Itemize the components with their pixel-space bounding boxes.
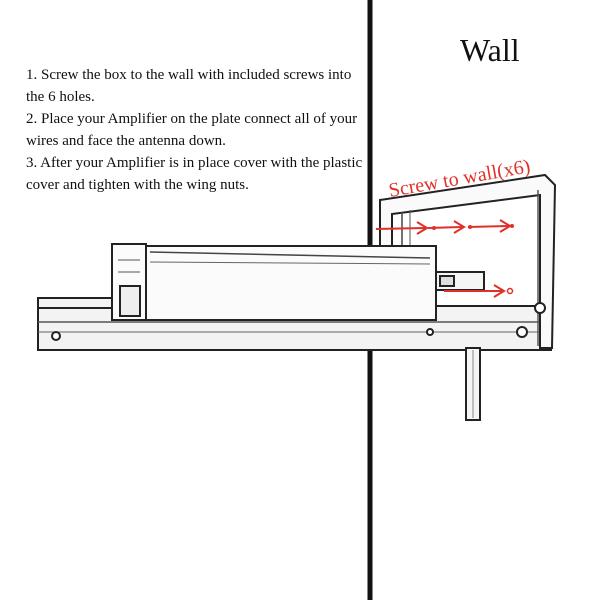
screw-hole-3 — [510, 224, 514, 228]
plate-screw-hole-left — [51, 331, 61, 341]
amplifier-unit — [37, 243, 485, 321]
plate-screw-hole-right — [516, 326, 528, 338]
screw-arrows — [375, 219, 512, 298]
amplifier-body — [137, 245, 437, 321]
instruction-step-1: 1. Screw the box to the wall with includ… — [26, 67, 352, 105]
screw-hole-1 — [432, 226, 436, 230]
screw-hole-2 — [468, 225, 472, 229]
wall-label: Wall — [460, 32, 520, 68]
instructions-block: 1. Screw the box to the wall with includ… — [26, 64, 371, 196]
instruction-step-2: 2. Place your Amplifier on the plate con… — [26, 111, 358, 149]
instruction-step-3: 3. After your Amplifier is in place cove… — [26, 155, 363, 193]
screw-hole-4 — [506, 287, 514, 295]
